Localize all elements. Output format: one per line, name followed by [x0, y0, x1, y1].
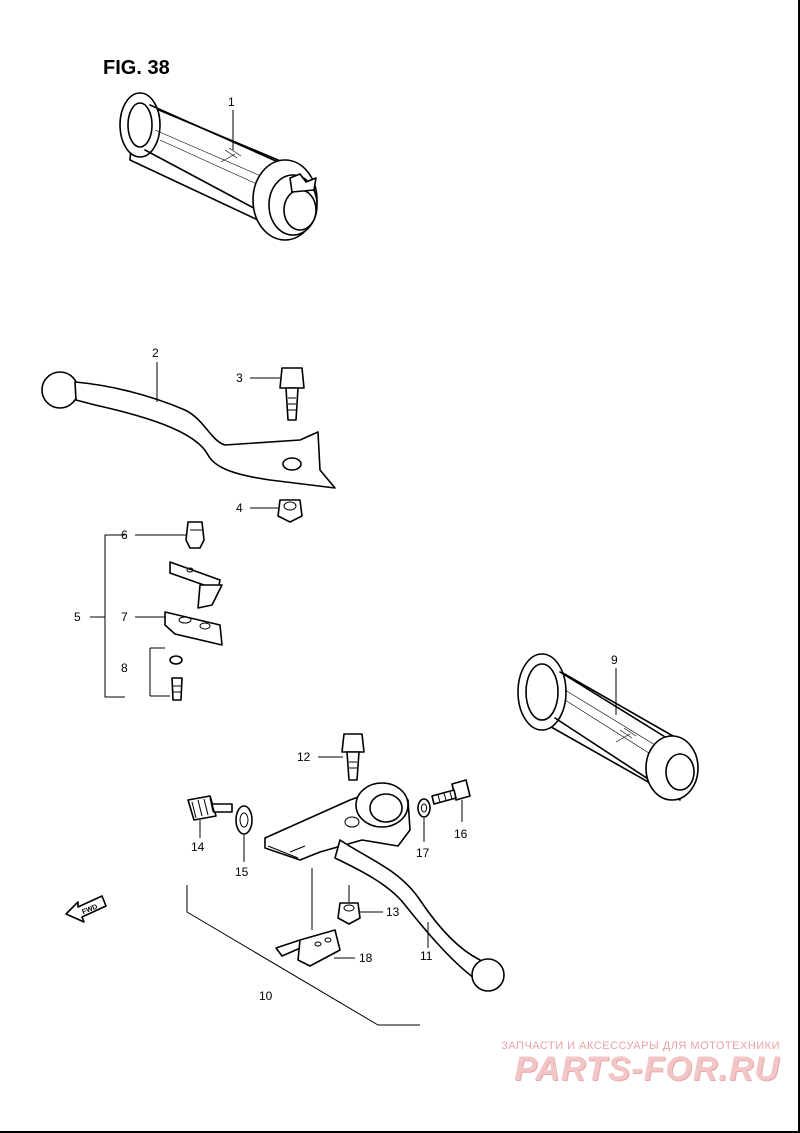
callout-16: 16	[454, 827, 468, 841]
callout-14: 14	[191, 840, 205, 854]
watermark-logo: PARTS-FOR.RU	[514, 1050, 780, 1088]
leader-10	[186, 885, 420, 1026]
callout-1: 1	[228, 95, 235, 109]
callout-2: 2	[152, 346, 159, 360]
callout-3: 3	[236, 371, 243, 385]
nut-part	[277, 499, 303, 523]
washer-part	[417, 798, 431, 818]
callout-13: 13	[386, 905, 400, 919]
callout-5: 5	[74, 610, 81, 624]
screw-washer-part	[169, 655, 183, 701]
clamp-bolt-part	[431, 779, 471, 805]
forward-direction-arrow: FWD	[65, 895, 107, 923]
adjuster-part	[187, 795, 233, 821]
callout-17: 17	[416, 846, 430, 860]
grip-left-part	[119, 92, 318, 241]
callout-4: 4	[236, 501, 243, 515]
bracket-8	[149, 647, 170, 697]
watermark-tagline: ЗАПЧАСТИ И АКСЕССУАРЫ ДЛЯ МОТОТЕХНИКИ	[501, 1040, 780, 1052]
bracket-5	[104, 534, 125, 698]
callout-7: 7	[121, 610, 128, 624]
callout-12: 12	[297, 750, 311, 764]
clutch-nut-part	[337, 902, 361, 925]
callout-9: 9	[611, 653, 618, 667]
clutch-pivot-bolt-part	[341, 733, 365, 781]
clutch-lever-holder-part	[264, 782, 411, 861]
pivot-bolt-part	[279, 367, 305, 421]
callout-11: 11	[420, 949, 433, 963]
watermark: ЗАПЧАСТИ И АКСЕССУАРЫ ДЛЯ МОТОТЕХНИКИ PA…	[501, 1040, 780, 1089]
locknut-part	[235, 805, 253, 835]
grip-right-part	[517, 653, 699, 801]
callout-15: 15	[235, 865, 249, 879]
callout-6: 6	[121, 528, 128, 542]
switch-clip-part	[185, 521, 205, 549]
callout-18: 18	[359, 951, 373, 965]
stop-switch-part	[169, 561, 223, 609]
callout-8: 8	[121, 661, 128, 675]
clutch-lever-part	[334, 839, 505, 992]
switch-housing-part	[164, 611, 223, 646]
clutch-switch-part	[275, 929, 341, 967]
callout-10: 10	[259, 989, 273, 1003]
figure-title: FIG. 38	[103, 57, 170, 79]
